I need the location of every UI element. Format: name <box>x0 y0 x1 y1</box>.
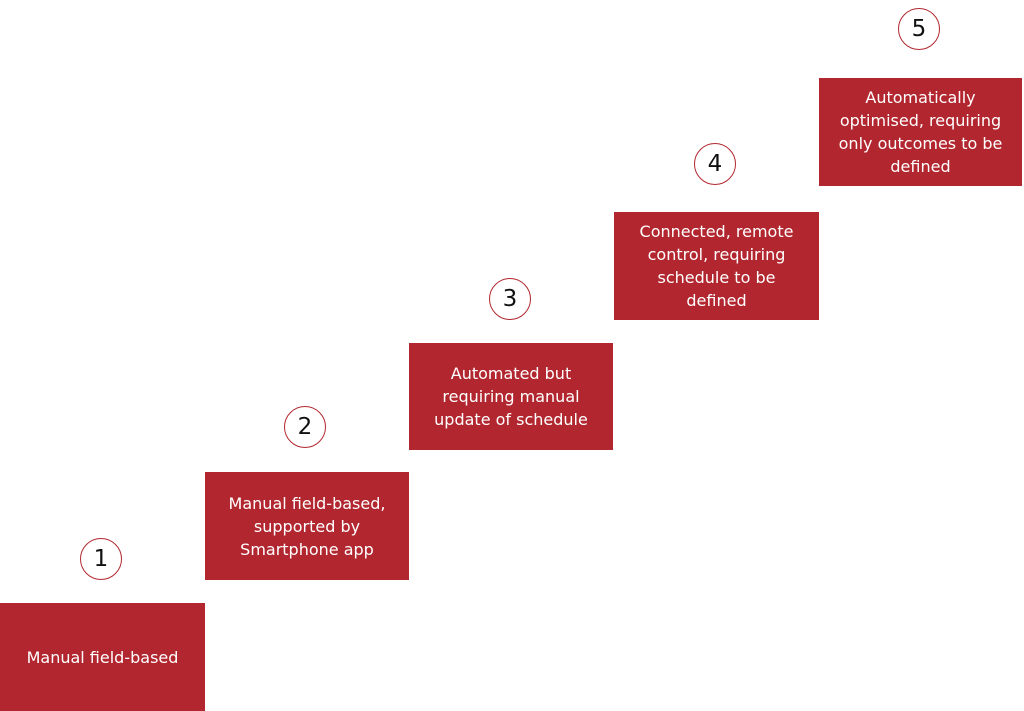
step-3-box: Automated but requiring manual update of… <box>409 343 613 450</box>
step-4-box: Connected, remote control, requiring sch… <box>614 212 819 320</box>
step-1-number: 1 <box>93 546 109 572</box>
step-4-number: 4 <box>707 151 723 177</box>
step-1-box: Manual field-based <box>0 603 205 711</box>
step-5-number-circle: 5 <box>898 8 940 50</box>
step-2-label: Manual field-based, supported by Smartph… <box>228 493 386 559</box>
step-2-number-circle: 2 <box>284 406 326 448</box>
step-5-label: Automatically optimised, requiring only … <box>838 88 1003 176</box>
step-2-number: 2 <box>297 414 313 440</box>
step-3-number: 3 <box>502 286 518 312</box>
step-4-label: Connected, remote control, requiring sch… <box>639 222 794 310</box>
step-5-number: 5 <box>911 16 927 42</box>
step-2-box: Manual field-based, supported by Smartph… <box>205 472 409 580</box>
step-3-label: Automated but requiring manual update of… <box>434 364 588 429</box>
step-5-box: Automatically optimised, requiring only … <box>819 78 1022 186</box>
step-1-number-circle: 1 <box>80 538 122 580</box>
step-3-number-circle: 3 <box>489 278 531 320</box>
step-4-number-circle: 4 <box>694 143 736 185</box>
step-1-label: Manual field-based <box>26 647 179 667</box>
